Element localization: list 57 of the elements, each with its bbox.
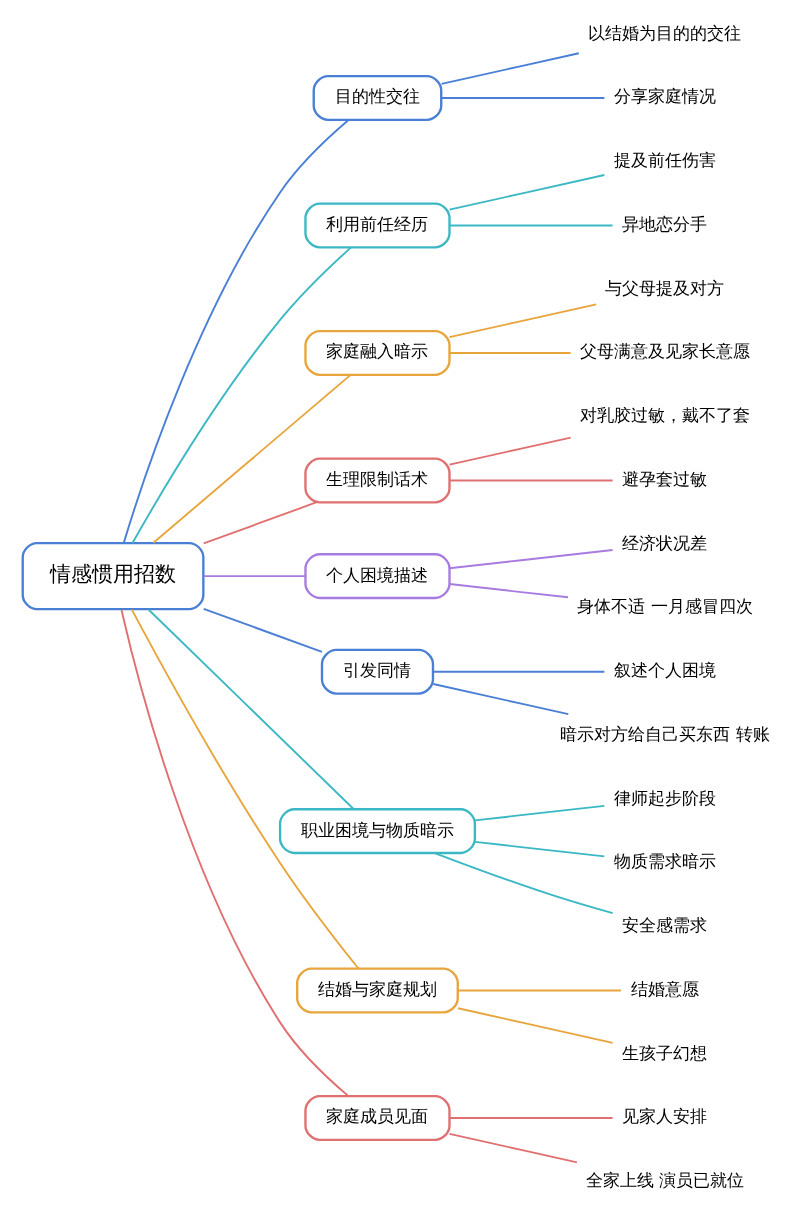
connector [456,1007,614,1044]
connector [448,224,613,227]
connector [202,607,323,653]
connector [448,1132,578,1164]
connector [448,174,605,211]
node-text: 避孕套过敏 [621,469,707,489]
connector [448,479,613,482]
connector [130,608,359,970]
connector [448,583,569,599]
connector [456,989,622,992]
node-text: 安全感需求 [621,916,707,936]
node-text: 生孩子幻想 [621,1043,707,1063]
node-box: 利用前任经历 [303,202,451,249]
node-text: 结婚意愿 [630,979,699,999]
connector [202,575,306,578]
connector [433,852,614,915]
connector [202,501,317,545]
connector [431,670,605,673]
node-box: 家庭融入暗示 [303,330,451,376]
connector [431,683,569,716]
connector [131,246,352,544]
connector [440,52,580,85]
node-text: 全家上线 演员已就位 [585,1171,744,1191]
node-text: 律师起步阶段 [613,788,716,808]
connector [448,436,572,466]
node-text: 分享家庭情况 [613,87,716,107]
node-box: 情感惯用招数 [21,541,205,611]
connector [147,608,355,810]
node-box: 引发同情 [320,648,434,695]
node-text: 暗示对方给自己买东西 转账 [559,724,770,744]
node-text: 叙述个人困境 [613,661,716,681]
node-text: 以结婚为目的的交往 [587,23,741,43]
node-text: 物质需求暗示 [613,852,716,872]
connector [473,804,605,822]
node-text: 对乳胶过敏，戴不了套 [579,406,750,426]
connector [448,303,597,339]
connector [122,119,349,544]
node-text: 身体不适 一月感冒四次 [576,597,753,617]
node-box: 目的性交往 [312,74,442,122]
connector [440,97,605,99]
node-text: 经济状况差 [621,533,707,553]
connector [152,374,351,544]
node-box: 个人困境描述 [303,553,451,600]
node-text: 与父母提及对方 [604,278,724,298]
node-text: 父母满意及见家长意愿 [579,342,750,362]
node-box: 结婚与家庭规划 [295,967,459,1014]
connector [448,549,613,570]
node-text: 见家人安排 [621,1107,707,1127]
connector [473,840,605,858]
node-text: 异地恋分手 [621,214,707,234]
node-text: 提及前任伤害 [613,151,716,171]
connector [448,1117,613,1119]
connector [120,608,349,1097]
node-box: 家庭成员见面 [303,1095,451,1141]
node-box: 生理限制话术 [303,457,451,504]
connector [448,352,572,354]
node-box: 职业困境与物质暗示 [278,808,476,855]
